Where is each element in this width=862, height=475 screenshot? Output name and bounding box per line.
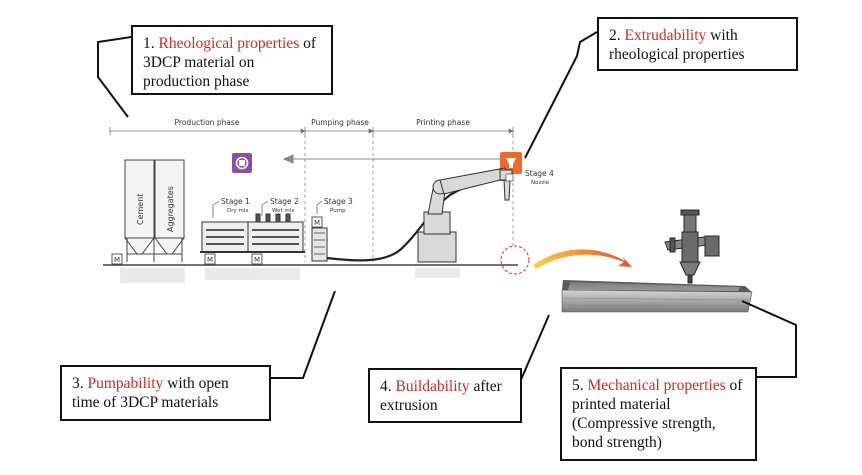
svg-text:M: M	[314, 219, 320, 227]
zoom-arrow	[533, 249, 632, 269]
callout-2-number: 2.	[609, 27, 621, 44]
robot-arm	[417, 167, 514, 263]
motor-box-silo: M	[111, 253, 123, 265]
callout-3-pumpability: 3. Pumpability with open time of 3DCP ma…	[60, 365, 271, 421]
callout-5-number: 5.	[572, 377, 584, 394]
phase-label-production: Production phase	[175, 118, 240, 127]
callout-3-keyword: Pumpability	[87, 375, 164, 392]
ground-reflection	[120, 268, 460, 283]
stage-4-title: Stage 4	[525, 169, 554, 178]
motor-box-pump: M	[311, 216, 323, 228]
silo-legs	[126, 238, 183, 262]
phase-label-printing: Printing phase	[416, 118, 470, 127]
svg-text:M: M	[114, 256, 120, 264]
callout-5-mechanical: 5. Mechanical properties of printed mate…	[560, 367, 757, 461]
mixer-wet	[247, 213, 304, 253]
phase-label-pumping: Pumping phase	[311, 118, 369, 127]
printed-slab	[561, 280, 753, 313]
pump-unit	[311, 227, 328, 262]
svg-text:M: M	[207, 256, 213, 264]
mixer-dry	[201, 221, 249, 253]
stage-2-title: Stage 2	[270, 197, 299, 206]
feedback-arrow	[282, 154, 500, 164]
callout-1-rheological: 1. Rheological properties of 3DCP materi…	[131, 25, 333, 95]
callout-2-keyword: Extrudability	[624, 27, 707, 44]
stage-bracket-3	[316, 200, 323, 214]
motor-box-mixer-2: M	[251, 253, 263, 265]
stage-3-sub: Pump	[330, 208, 346, 214]
material-hose	[326, 178, 506, 262]
motor-box-mixer-1: M	[204, 253, 216, 265]
stage-1-title: Stage 1	[221, 197, 250, 206]
silo-aggregates	[154, 159, 185, 255]
callout-4-text: after extrusion	[380, 378, 502, 414]
phase-bracket	[109, 127, 514, 135]
stage-4-sub: Nozzle	[531, 180, 550, 186]
nozzle-zoom-circle	[500, 245, 530, 275]
callout-3-number: 3.	[72, 375, 84, 392]
callout-4-keyword: Buildability	[395, 378, 470, 395]
svg-text:M: M	[254, 256, 260, 264]
silo-cement	[124, 159, 155, 255]
callout-2-extrudability: 2. Extrudability with rheological proper…	[597, 17, 798, 71]
callout-4-buildability: 4. Buildability after extrusion	[368, 368, 522, 423]
silo-label-cement: Cement	[136, 194, 145, 225]
stage-bracket-1	[212, 200, 220, 218]
purple-material-icon	[232, 153, 252, 173]
callout-1-keyword: Rheological properties	[158, 35, 300, 52]
callout-5-keyword: Mechanical properties	[587, 377, 726, 394]
print-head	[664, 209, 720, 284]
stage-3-title: Stage 3	[324, 197, 353, 206]
silo-label-aggregates: Aggregates	[166, 186, 175, 232]
callout-1-number: 1.	[143, 35, 155, 52]
callout-3-text: with open time of 3DCP materials	[72, 375, 229, 411]
stage-2-sub: Wet mix	[272, 208, 295, 214]
callout-4-number: 4.	[380, 378, 392, 395]
callout-5-text: of printed material (Compressive strengt…	[572, 377, 743, 451]
callout-2-text: with rheological properties	[609, 27, 745, 63]
stage-1-sub: Dry mix	[227, 208, 249, 214]
stage-bracket-2	[261, 200, 269, 216]
callout-1-text: of 3DCP material on production phase	[143, 35, 317, 90]
